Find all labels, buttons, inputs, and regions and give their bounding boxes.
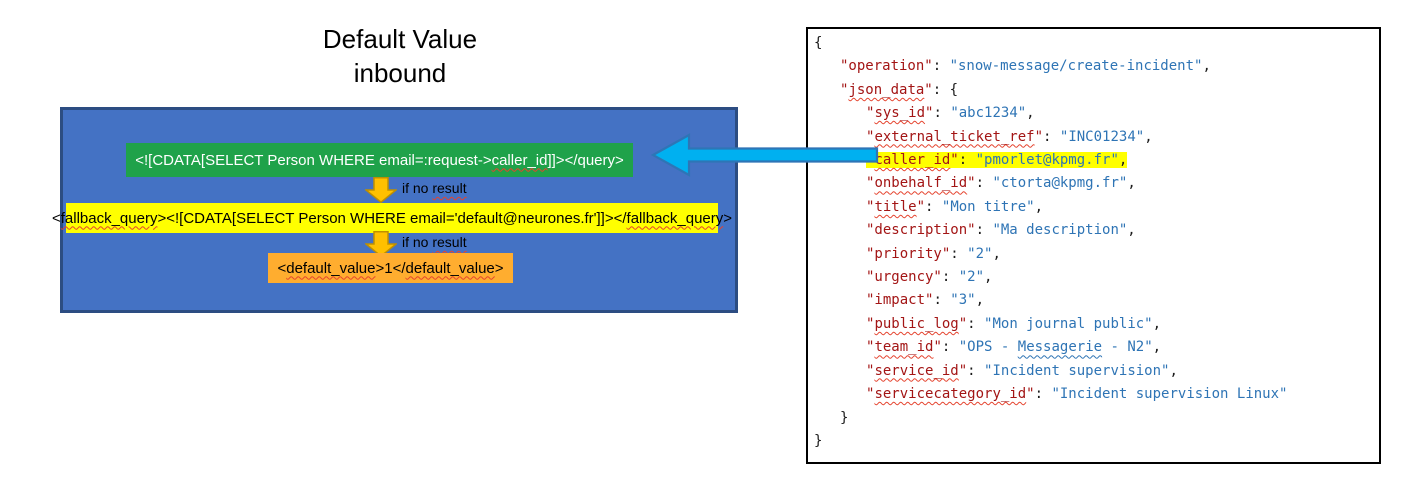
- title-line-1: Default Value: [322, 24, 478, 54]
- title-line-2: inbound: [353, 58, 447, 88]
- json-line: }: [840, 409, 849, 426]
- query-box: <![CDATA[SELECT Person WHERE email=:requ…: [126, 143, 633, 177]
- down-arrow-icon: [365, 177, 397, 203]
- json-line: "urgency": "2",: [866, 269, 993, 286]
- json-payload-box: { "operation": "snow-message/create-incid…: [806, 27, 1381, 464]
- diagram-title: Default Value inbound: [240, 22, 560, 90]
- json-line: "external_ticket_ref": "INC01234",: [866, 128, 1153, 145]
- json-line: "title": "Mon titre",: [866, 198, 1044, 215]
- json-line: "service_id": "Incident supervision",: [866, 362, 1178, 379]
- json-line: "servicecategory_id": "Incident supervis…: [866, 386, 1288, 403]
- down-arrow-icon: [365, 231, 397, 257]
- default-value-box-text: <default_value>1</default_value>: [277, 259, 504, 277]
- left-arrow-icon: [650, 133, 879, 177]
- if-no-result-label: if no result: [402, 180, 467, 196]
- fallback-query-box-text: <fallback_query><![CDATA[SELECT Person W…: [51, 209, 733, 227]
- json-line: "operation": "snow-message/create-incide…: [840, 58, 1211, 75]
- flow-panel: <![CDATA[SELECT Person WHERE email=:requ…: [52, 107, 738, 313]
- json-line: "onbehalf_id": "ctorta@kpmg.fr",: [866, 175, 1136, 192]
- json-line: "impact": "3",: [866, 292, 985, 309]
- if-no-result-label: if no result: [402, 234, 467, 250]
- query-box-text: <![CDATA[SELECT Person WHERE email=:requ…: [135, 151, 624, 169]
- json-line: "priority": "2",: [866, 245, 1001, 262]
- json-line: "public_log": "Mon journal public",: [866, 315, 1162, 332]
- json-line: "description": "Ma description",: [866, 222, 1136, 239]
- fallback-query-box: <fallback_query><![CDATA[SELECT Person W…: [52, 203, 732, 233]
- caller-id-highlight: "caller_id": "pmorlet@kpmg.fr",: [866, 152, 1128, 169]
- default-value-box: <default_value>1</default_value>: [268, 253, 513, 283]
- json-line: "sys_id": "abc1234",: [866, 105, 1035, 122]
- json-code: { "operation": "snow-message/create-incid…: [814, 32, 1287, 453]
- json-line: "json_data": {: [840, 81, 959, 98]
- json-line: "caller_id": "pmorlet@kpmg.fr",: [814, 149, 1287, 172]
- json-line: "team_id": "OPS - Messagerie - N2",: [866, 339, 1162, 356]
- json-line: }: [814, 432, 823, 449]
- json-line: {: [814, 35, 823, 51]
